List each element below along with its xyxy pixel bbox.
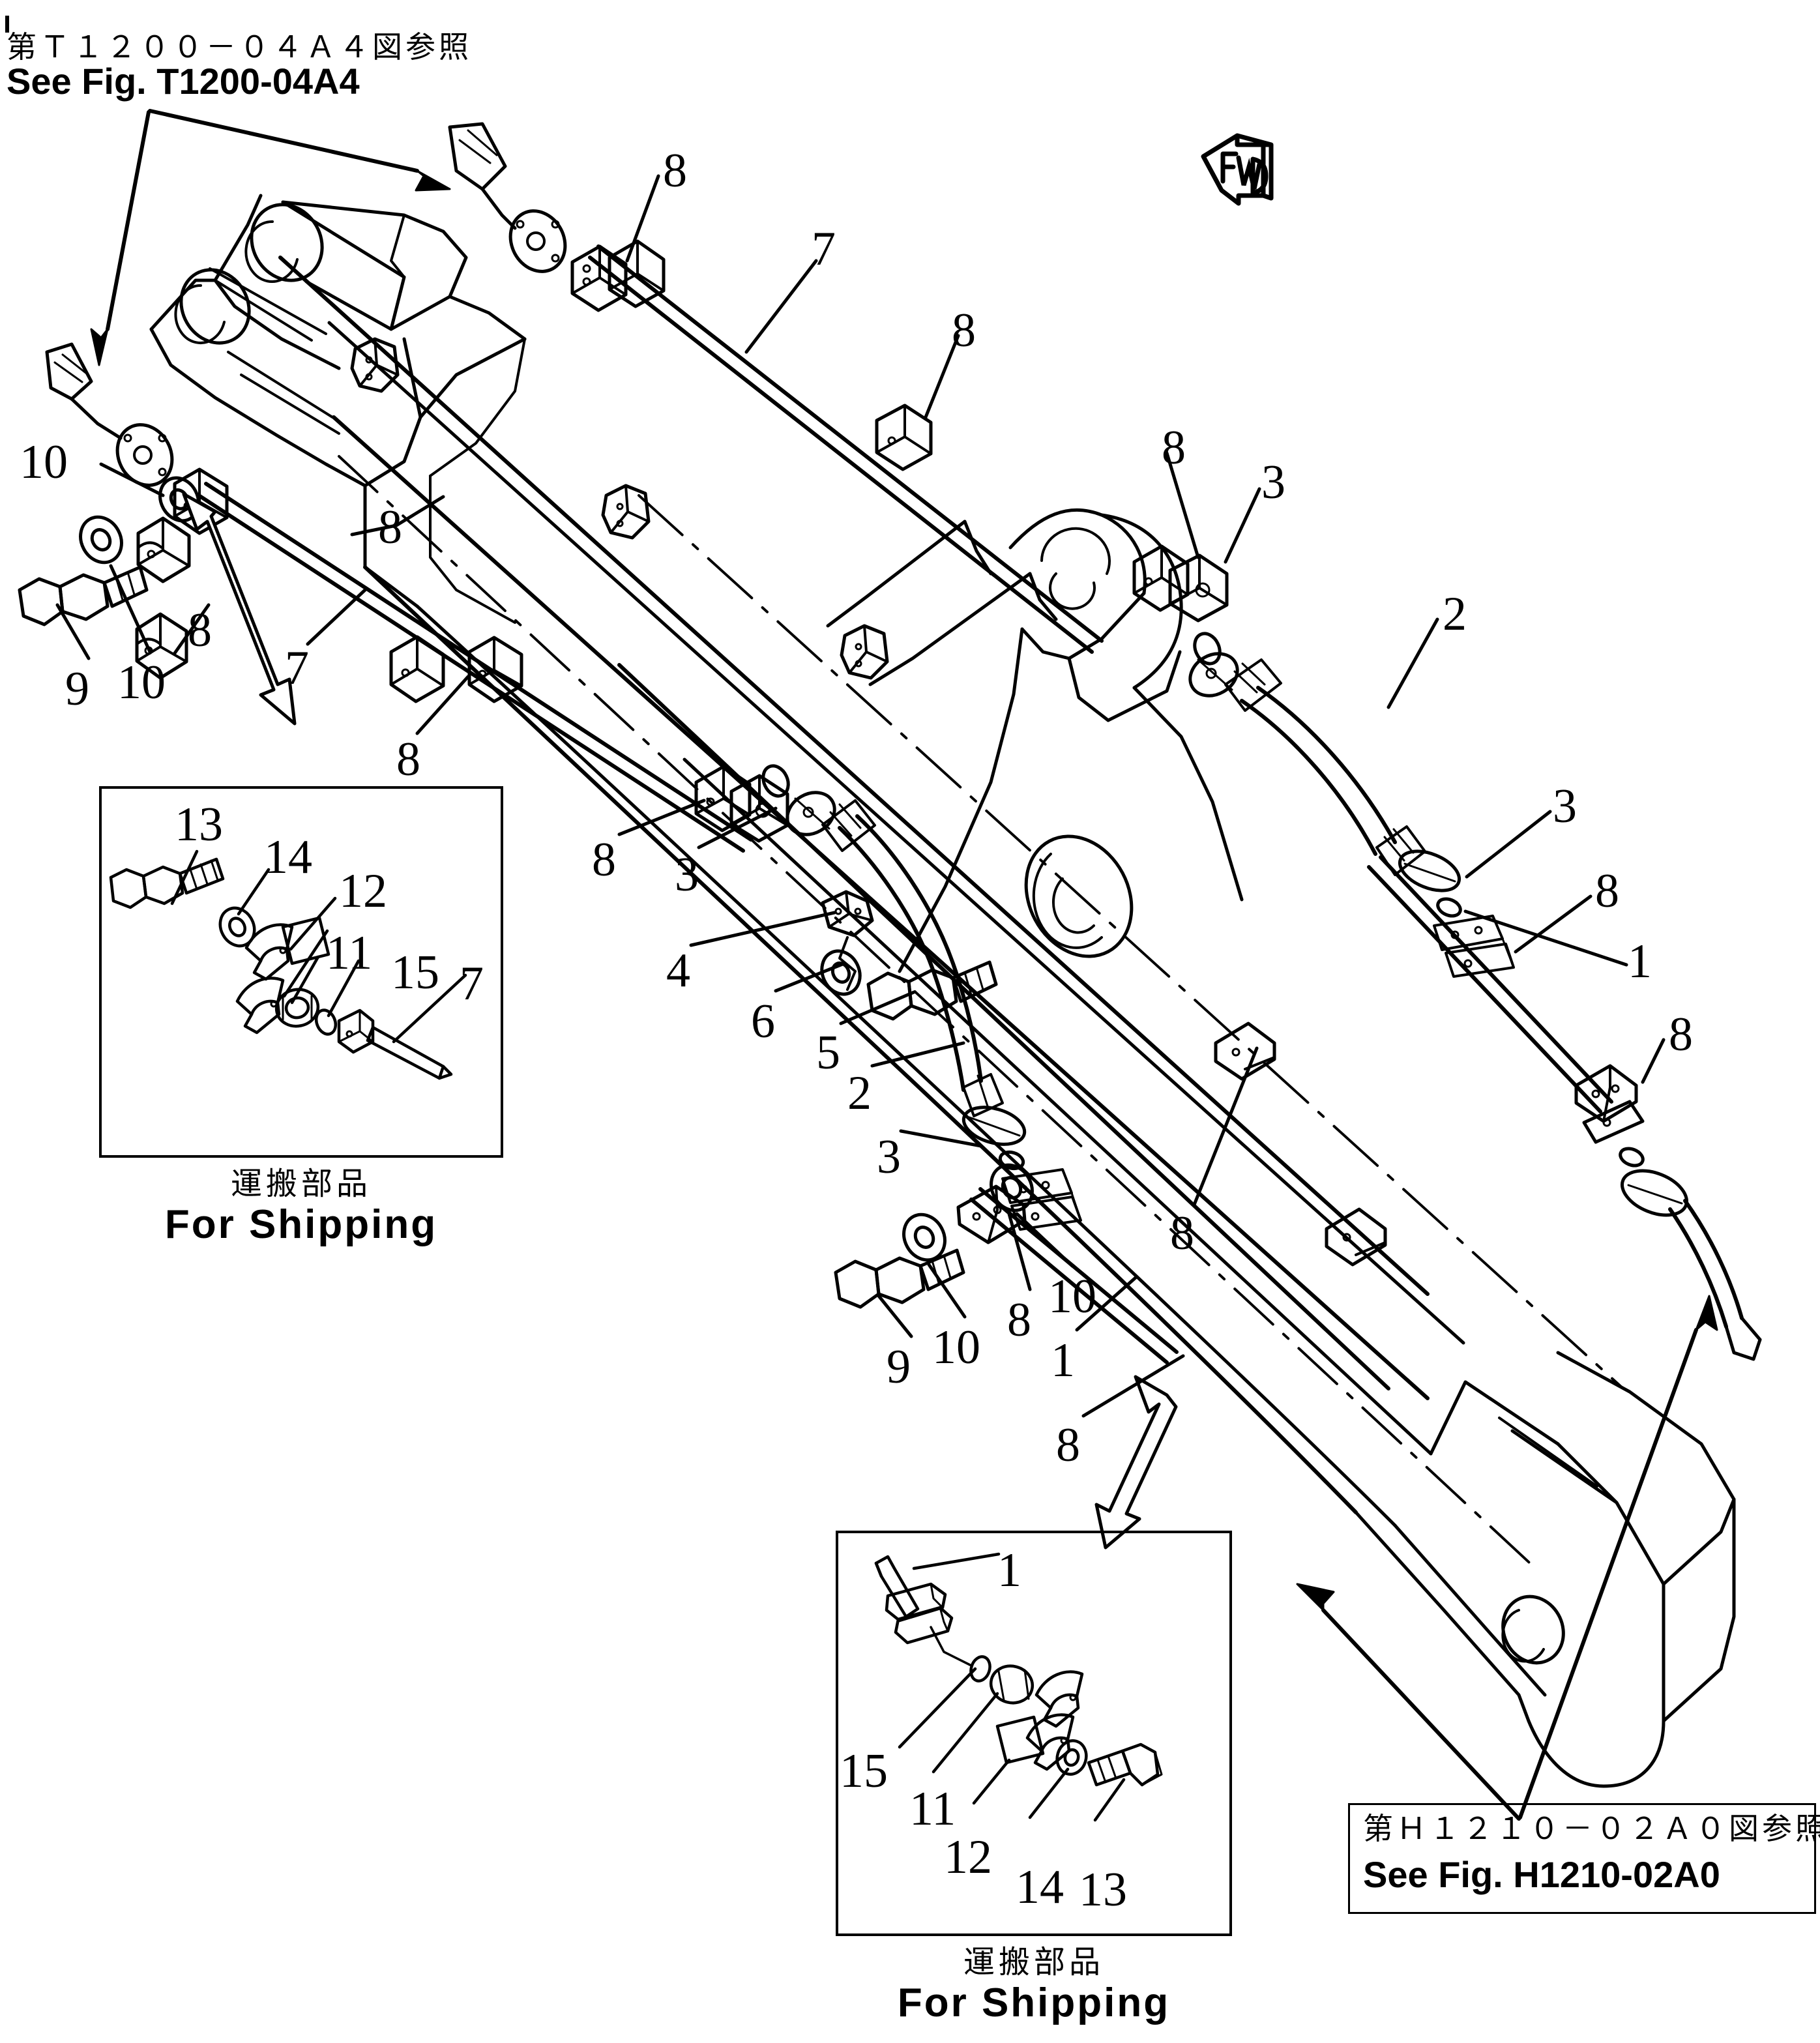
see-fig-bottom-right-english: See Fig. H1210-02A0 — [1363, 1854, 1720, 1895]
inset-for-shipping-bottom — [836, 1531, 1232, 1936]
callout-part-8-11: 8 — [378, 501, 402, 554]
inset-bottom-callout-part-13-5: 13 — [1079, 1863, 1127, 1917]
see-fig-top-left-japanese: 第Ｔ１２００－０４Ａ４図参照 — [7, 29, 472, 65]
callout-part-5-21: 5 — [816, 1026, 840, 1080]
inset-left-callout-part-15-4: 15 — [391, 946, 439, 999]
callout-part-3-18: 3 — [675, 848, 699, 902]
callout-part-2-22: 2 — [847, 1066, 872, 1120]
inset-bottom-callout-part-1-0: 1 — [997, 1544, 1021, 1597]
callout-part-10-27: 10 — [1048, 1270, 1096, 1323]
fwd-direction-icon — [1201, 133, 1274, 206]
callout-part-7-15: 7 — [285, 641, 309, 695]
callout-part-2-5: 2 — [1443, 587, 1467, 641]
inset-left-caption-japanese: 運搬部品 — [230, 1166, 372, 1202]
inset-left-artwork — [109, 849, 467, 1080]
see-fig-top-left-block: 第Ｔ１２００－０４Ａ４図参照 See Fig. T1200-04A4 — [7, 31, 472, 101]
callout-part-3-4: 3 — [1261, 456, 1285, 509]
callout-part-3-23: 3 — [877, 1130, 901, 1184]
callout-part-1-28: 1 — [1051, 1334, 1075, 1387]
inset-bottom-callout-part-12-3: 12 — [944, 1830, 992, 1884]
inset-left-callout-part-12-2: 12 — [339, 864, 387, 918]
inset-bottom-caption-japanese: 運搬部品 — [963, 1944, 1104, 1980]
inset-bottom-callout-part-14-4: 14 — [1016, 1860, 1064, 1914]
inset-left-callout-part-11-3: 11 — [326, 926, 373, 980]
inset-bottom-callout-part-11-2: 11 — [909, 1782, 956, 1836]
callout-part-8-0: 8 — [663, 144, 687, 198]
inset-left-caption-english: For Shipping — [164, 1201, 438, 1247]
see-fig-bottom-right-japanese: 第Ｈ１２１０－０２Ａ０図参照 — [1363, 1811, 1820, 1846]
callout-part-6-20: 6 — [751, 995, 775, 1048]
inset-bottom-caption-english: For Shipping — [897, 1980, 1171, 2025]
callout-part-1-8: 1 — [1628, 935, 1652, 988]
inset-left-callout-part-14-1: 14 — [264, 830, 312, 884]
callout-part-9-12: 9 — [65, 662, 89, 716]
inset-for-shipping-left — [99, 786, 503, 1158]
callout-part-3-6: 3 — [1553, 780, 1577, 833]
callout-part-8-14: 8 — [188, 604, 212, 657]
callout-part-8-29: 8 — [1056, 1418, 1080, 1472]
inset-bottom-caption: 運搬部品 For Shipping — [836, 1945, 1232, 2026]
callout-part-10-10: 10 — [20, 435, 68, 489]
inset-left-callout-part-13-0: 13 — [175, 798, 223, 851]
callout-part-10-13: 10 — [117, 656, 166, 709]
see-fig-bottom-right-box: 第Ｈ１２１０－０２Ａ０図参照 See Fig. H1210-02A0 — [1348, 1803, 1820, 1914]
see-fig-top-left-english: See Fig. T1200-04A4 — [7, 61, 360, 102]
inset-bottom-callout-part-15-1: 15 — [840, 1744, 888, 1798]
callout-part-7-1: 7 — [812, 222, 836, 276]
callout-part-8-30: 8 — [1170, 1207, 1194, 1260]
inset-left-callout-part-7-5: 7 — [460, 957, 484, 1010]
callout-part-8-16: 8 — [396, 733, 420, 786]
callout-part-8-26: 8 — [1007, 1293, 1031, 1347]
callout-part-4-19: 4 — [666, 944, 690, 997]
callout-part-8-9: 8 — [1669, 1008, 1693, 1061]
callout-part-8-7: 8 — [1595, 864, 1619, 918]
callout-part-8-17: 8 — [592, 833, 616, 887]
registration-tick — [5, 16, 9, 33]
callout-part-10-25: 10 — [932, 1321, 980, 1374]
callout-part-9-24: 9 — [887, 1340, 911, 1394]
inset-bottom-artwork — [874, 1552, 1163, 1822]
callout-part-8-3: 8 — [1162, 421, 1186, 475]
callout-part-8-2: 8 — [952, 304, 976, 357]
inset-left-caption: 運搬部品 For Shipping — [99, 1167, 503, 1248]
